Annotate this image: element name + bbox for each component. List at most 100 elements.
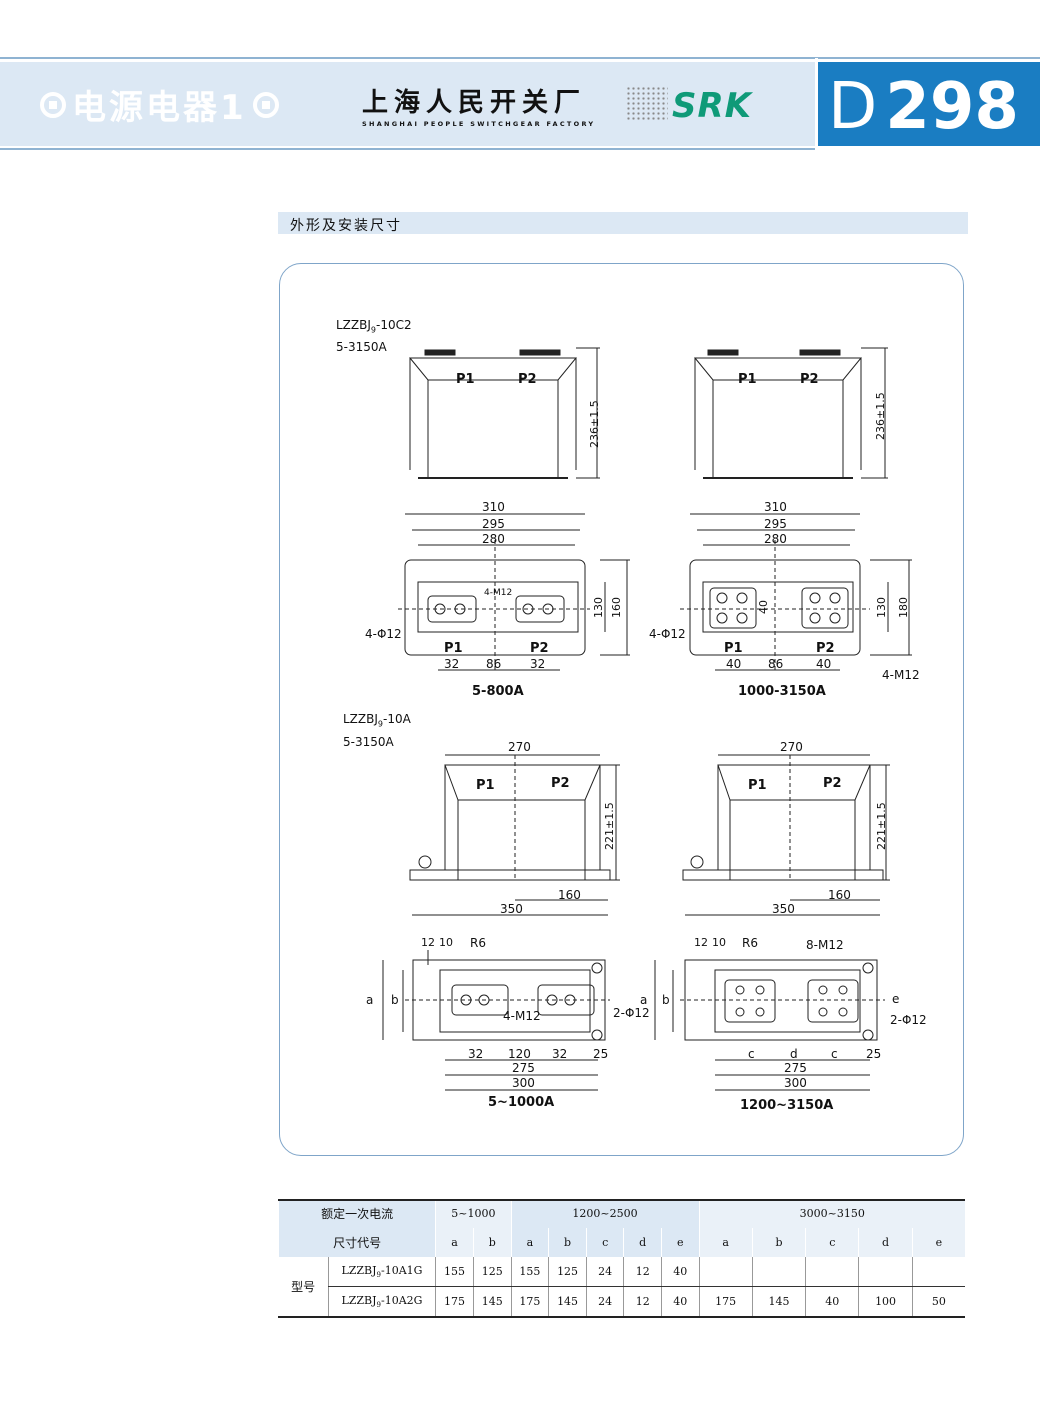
dim-40: 40 (816, 657, 832, 671)
table-cell (911, 1257, 965, 1287)
dim-350: 350 (500, 902, 523, 916)
dim-code-label: 尺寸代号 (277, 1228, 436, 1257)
header-bottom-rule (0, 148, 815, 150)
group-header: 1200~2500 (510, 1199, 699, 1228)
dim-25: 25 (593, 1047, 609, 1061)
caption-5-1000a: 5~1000A (488, 1095, 555, 1110)
model-c2-label: LZZBJ9-10C2 (336, 318, 412, 334)
dim-295: 295 (764, 517, 787, 531)
c2-front-view-right (693, 347, 888, 479)
dot-grid-icon (626, 86, 668, 122)
p1-label: P1 (444, 641, 463, 656)
c2-plan-view-right (680, 513, 912, 671)
dim-310: 310 (764, 500, 787, 514)
dim-350: 350 (772, 902, 795, 916)
caption-1200-3150a: 1200~3150A (740, 1098, 834, 1113)
table-row: 尺寸代号 a b a b c d e a b c d e (277, 1228, 965, 1257)
r6-label: R6 (470, 936, 486, 950)
table-cell: 155 (510, 1257, 549, 1287)
height-236-label: 236±1.5 (874, 392, 887, 440)
dim-code: b (548, 1228, 587, 1257)
height-221-label: 221±1.5 (603, 802, 616, 850)
dim-32: 32 (468, 1047, 484, 1061)
table-cell: 40 (660, 1257, 699, 1287)
table-cell: 175 (698, 1286, 753, 1316)
dim-a: a (366, 993, 374, 1007)
dim-code: b (472, 1228, 512, 1257)
page-number-block (818, 62, 1040, 146)
group-header: 5~1000 (435, 1199, 512, 1228)
dim-code: a (510, 1228, 549, 1257)
company-name-cn: 上海人民开关厂 (362, 88, 587, 118)
table-cell (858, 1257, 913, 1287)
phi12-4-label: 4-Φ12 (649, 627, 686, 641)
model-cell: LZZBJ9-10A1G (327, 1257, 436, 1287)
phi12-4-label: 4-Φ12 (365, 627, 402, 641)
table-bottom-rule (278, 1316, 965, 1318)
dim-code: a (435, 1228, 474, 1257)
dim-160: 160 (558, 888, 581, 902)
dim-86: 86 (768, 657, 784, 671)
section-title-text: 电源电器1 (72, 88, 247, 128)
m12-4-label: 4-M12 (882, 668, 920, 682)
dim-270: 270 (508, 740, 531, 754)
dim-160: 160 (828, 888, 851, 902)
m12-4-label: 4-M12 (484, 588, 513, 598)
model-a-range: 5-3150A (343, 735, 394, 749)
section-title: 电源电器1 (40, 80, 279, 129)
phi12-2-label: 2-Φ12 (890, 1013, 927, 1027)
table-row: 型号 LZZBJ9-10A1G 155 125 155 125 24 12 40 (279, 1257, 965, 1294)
table-cell: 12 (623, 1286, 662, 1316)
caption-1000-3150a: 1000-3150A (738, 684, 826, 699)
p1-label: P1 (724, 641, 743, 656)
model-cell: LZZBJ9-10A2G (327, 1286, 436, 1316)
table-cell: 145 (472, 1286, 512, 1316)
caption-5-800a: 5-800A (472, 684, 524, 699)
dim-40: 40 (726, 657, 742, 671)
dim-32: 32 (530, 657, 546, 671)
dim-code: a (698, 1228, 753, 1257)
table-cell: 50 (911, 1286, 965, 1316)
dim-40: 40 (757, 600, 770, 614)
table-cell: 125 (548, 1257, 587, 1287)
header-current-label: 额定一次电流 (277, 1199, 436, 1228)
p1-label: P1 (748, 778, 767, 793)
dim-code: d (623, 1228, 662, 1257)
model-name: LZZBJ (341, 1263, 377, 1277)
page-number-value: 298 (885, 70, 1019, 144)
dim-310: 310 (482, 500, 505, 514)
table-cell: 100 (858, 1286, 913, 1316)
table-row: LZZBJ9-10A2G 175 145 175 145 24 12 40 17… (279, 1286, 965, 1316)
dim-86: 86 (486, 657, 502, 671)
circle-bullet-icon (252, 91, 279, 118)
p1-label: P1 (456, 372, 475, 387)
dim-a: a (640, 993, 648, 1007)
model-suffix: -10A1G (381, 1263, 423, 1277)
category-label: 型号 (291, 1280, 316, 1294)
m12-4-label: 4-M12 (503, 1009, 541, 1023)
model-c2-base: LZZBJ (336, 318, 371, 332)
dim-c: c (831, 1047, 838, 1061)
model-c2-suffix: -10C2 (376, 318, 412, 332)
table-cell: 40 (805, 1286, 859, 1316)
phi12-2-label: 2-Φ12 (613, 1006, 650, 1020)
dim-code: e (660, 1228, 699, 1257)
a-plan-view-left (382, 950, 610, 1091)
table-row: 额定一次电流 5~1000 1200~2500 3000~3150 (277, 1199, 965, 1228)
dim-12: 12 (694, 936, 708, 949)
table-cell: 175 (435, 1286, 474, 1316)
dim-32: 32 (552, 1047, 568, 1061)
model-suffix: -10A2G (381, 1293, 423, 1307)
p2-label: P2 (518, 372, 537, 387)
dim-c: c (748, 1047, 755, 1061)
dim-300: 300 (784, 1076, 807, 1090)
p2-label: P2 (816, 641, 835, 656)
c2-plan-view-left (398, 513, 630, 671)
p2-label: P2 (530, 641, 549, 656)
header-separator (815, 58, 818, 150)
model-a-base: LZZBJ (343, 712, 378, 726)
dim-code: b (751, 1228, 806, 1257)
dim-10: 10 (439, 936, 453, 949)
